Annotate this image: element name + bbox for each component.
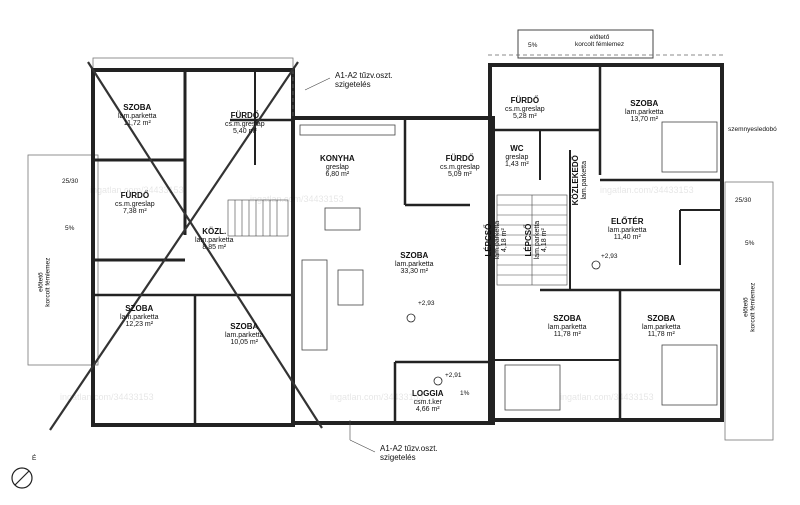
room-label-furdo-c: FÜRDŐ cs.m.greslap 5,09 m²	[440, 154, 480, 179]
room-label-furdo-tl: FÜRDŐ cs.m.greslap 5,40 m²	[225, 111, 265, 136]
room-label-szoba-br1: SZOBA lam.parketta 11,78 m²	[548, 314, 587, 339]
north-arrow-circle	[11, 467, 33, 489]
canopy-note-left: előtető korcolt fémlemez	[37, 257, 52, 307]
level-loggia: +2,91	[445, 372, 462, 379]
note-szemnyesledobo: szemnyesledobó	[728, 126, 777, 133]
room-label-furdo-ml: FÜRDŐ cs.m.greslap 7,38 m²	[115, 191, 155, 216]
watermark: ingatlan.com/34433153	[600, 185, 694, 195]
watermark: ingatlan.com/34433153	[330, 392, 424, 402]
room-label-eloter: ELŐTÉR lam.parketta 11,40 m²	[608, 217, 647, 242]
canopy-note-top: előtető korcolt fémlemez	[575, 34, 625, 49]
cross-line-1	[87, 61, 323, 429]
room-label-kozl: KÖZL. lam.parketta 8,85 m²	[195, 227, 234, 252]
level-center: +2,93	[418, 300, 435, 307]
watermark: ingatlan.com/34433153	[60, 392, 154, 402]
room-label-furdo-tr: FÜRDŐ cs.m.greslap 5,28 m²	[505, 96, 545, 121]
watermark: ingatlan.com/34433153	[90, 185, 184, 195]
ratio-right: 25/30	[735, 197, 752, 204]
level-right: +2,93	[601, 253, 618, 260]
wall-middle-unit	[291, 116, 495, 425]
watermark: ingatlan.com/34433153	[250, 194, 344, 204]
room-label-szoba-tr: SZOBA lam.parketta 13,70 m²	[625, 99, 664, 124]
slope-loggia: 1%	[460, 390, 470, 397]
room-label-szoba-br2: SZOBA lam.parketta 11,78 m²	[642, 314, 681, 339]
cross-line-2	[49, 61, 299, 431]
room-label-szoba-tl: SZOBA lam.parketta 11,72 m²	[118, 103, 157, 128]
canopy-top	[517, 29, 654, 59]
canopy-note-right: előtető korcolt fémlemez	[742, 282, 757, 332]
room-label-lepcso-1: LÉPCSŐ lam.parketta 4,18 m²	[484, 220, 509, 260]
slope-right: 5%	[745, 240, 755, 247]
slope-left: 5%	[65, 225, 75, 232]
roof-overhang-right	[724, 181, 774, 441]
room-label-wc: WC greslap 1,43 m²	[505, 144, 529, 169]
room-label-lepcso-2: LÉPCSŐ lam.parketta 4,18 m²	[524, 220, 549, 260]
room-label-szoba-bm: SZOBA lam.parketta 10,05 m²	[225, 322, 264, 347]
room-label-kozlekedo: KÖZLEKEDŐ lam.parketta	[570, 155, 588, 206]
slope-top: 5%	[528, 42, 538, 49]
wall-right-unit	[488, 63, 724, 422]
fire-insulation-note-top: A1-A2 tűzv.oszt. szigetelés	[335, 71, 393, 89]
ratio-left: 25/30	[62, 178, 79, 185]
watermark: ingatlan.com/34433153	[560, 392, 654, 402]
room-label-loggia: LOGGIA csm.t.ker 4,66 m²	[412, 389, 444, 414]
north-label: É	[32, 455, 37, 462]
room-label-szoba-c: SZOBA lam.parketta 33,30 m²	[395, 251, 434, 276]
room-label-konyha: KONYHA greslap 6,80 m²	[320, 154, 355, 179]
room-label-szoba-bl: SZOBA lam.parketta 12,23 m²	[120, 304, 159, 329]
fire-insulation-note-bottom: A1-A2 tűzv.oszt. szigetelés	[380, 444, 438, 462]
